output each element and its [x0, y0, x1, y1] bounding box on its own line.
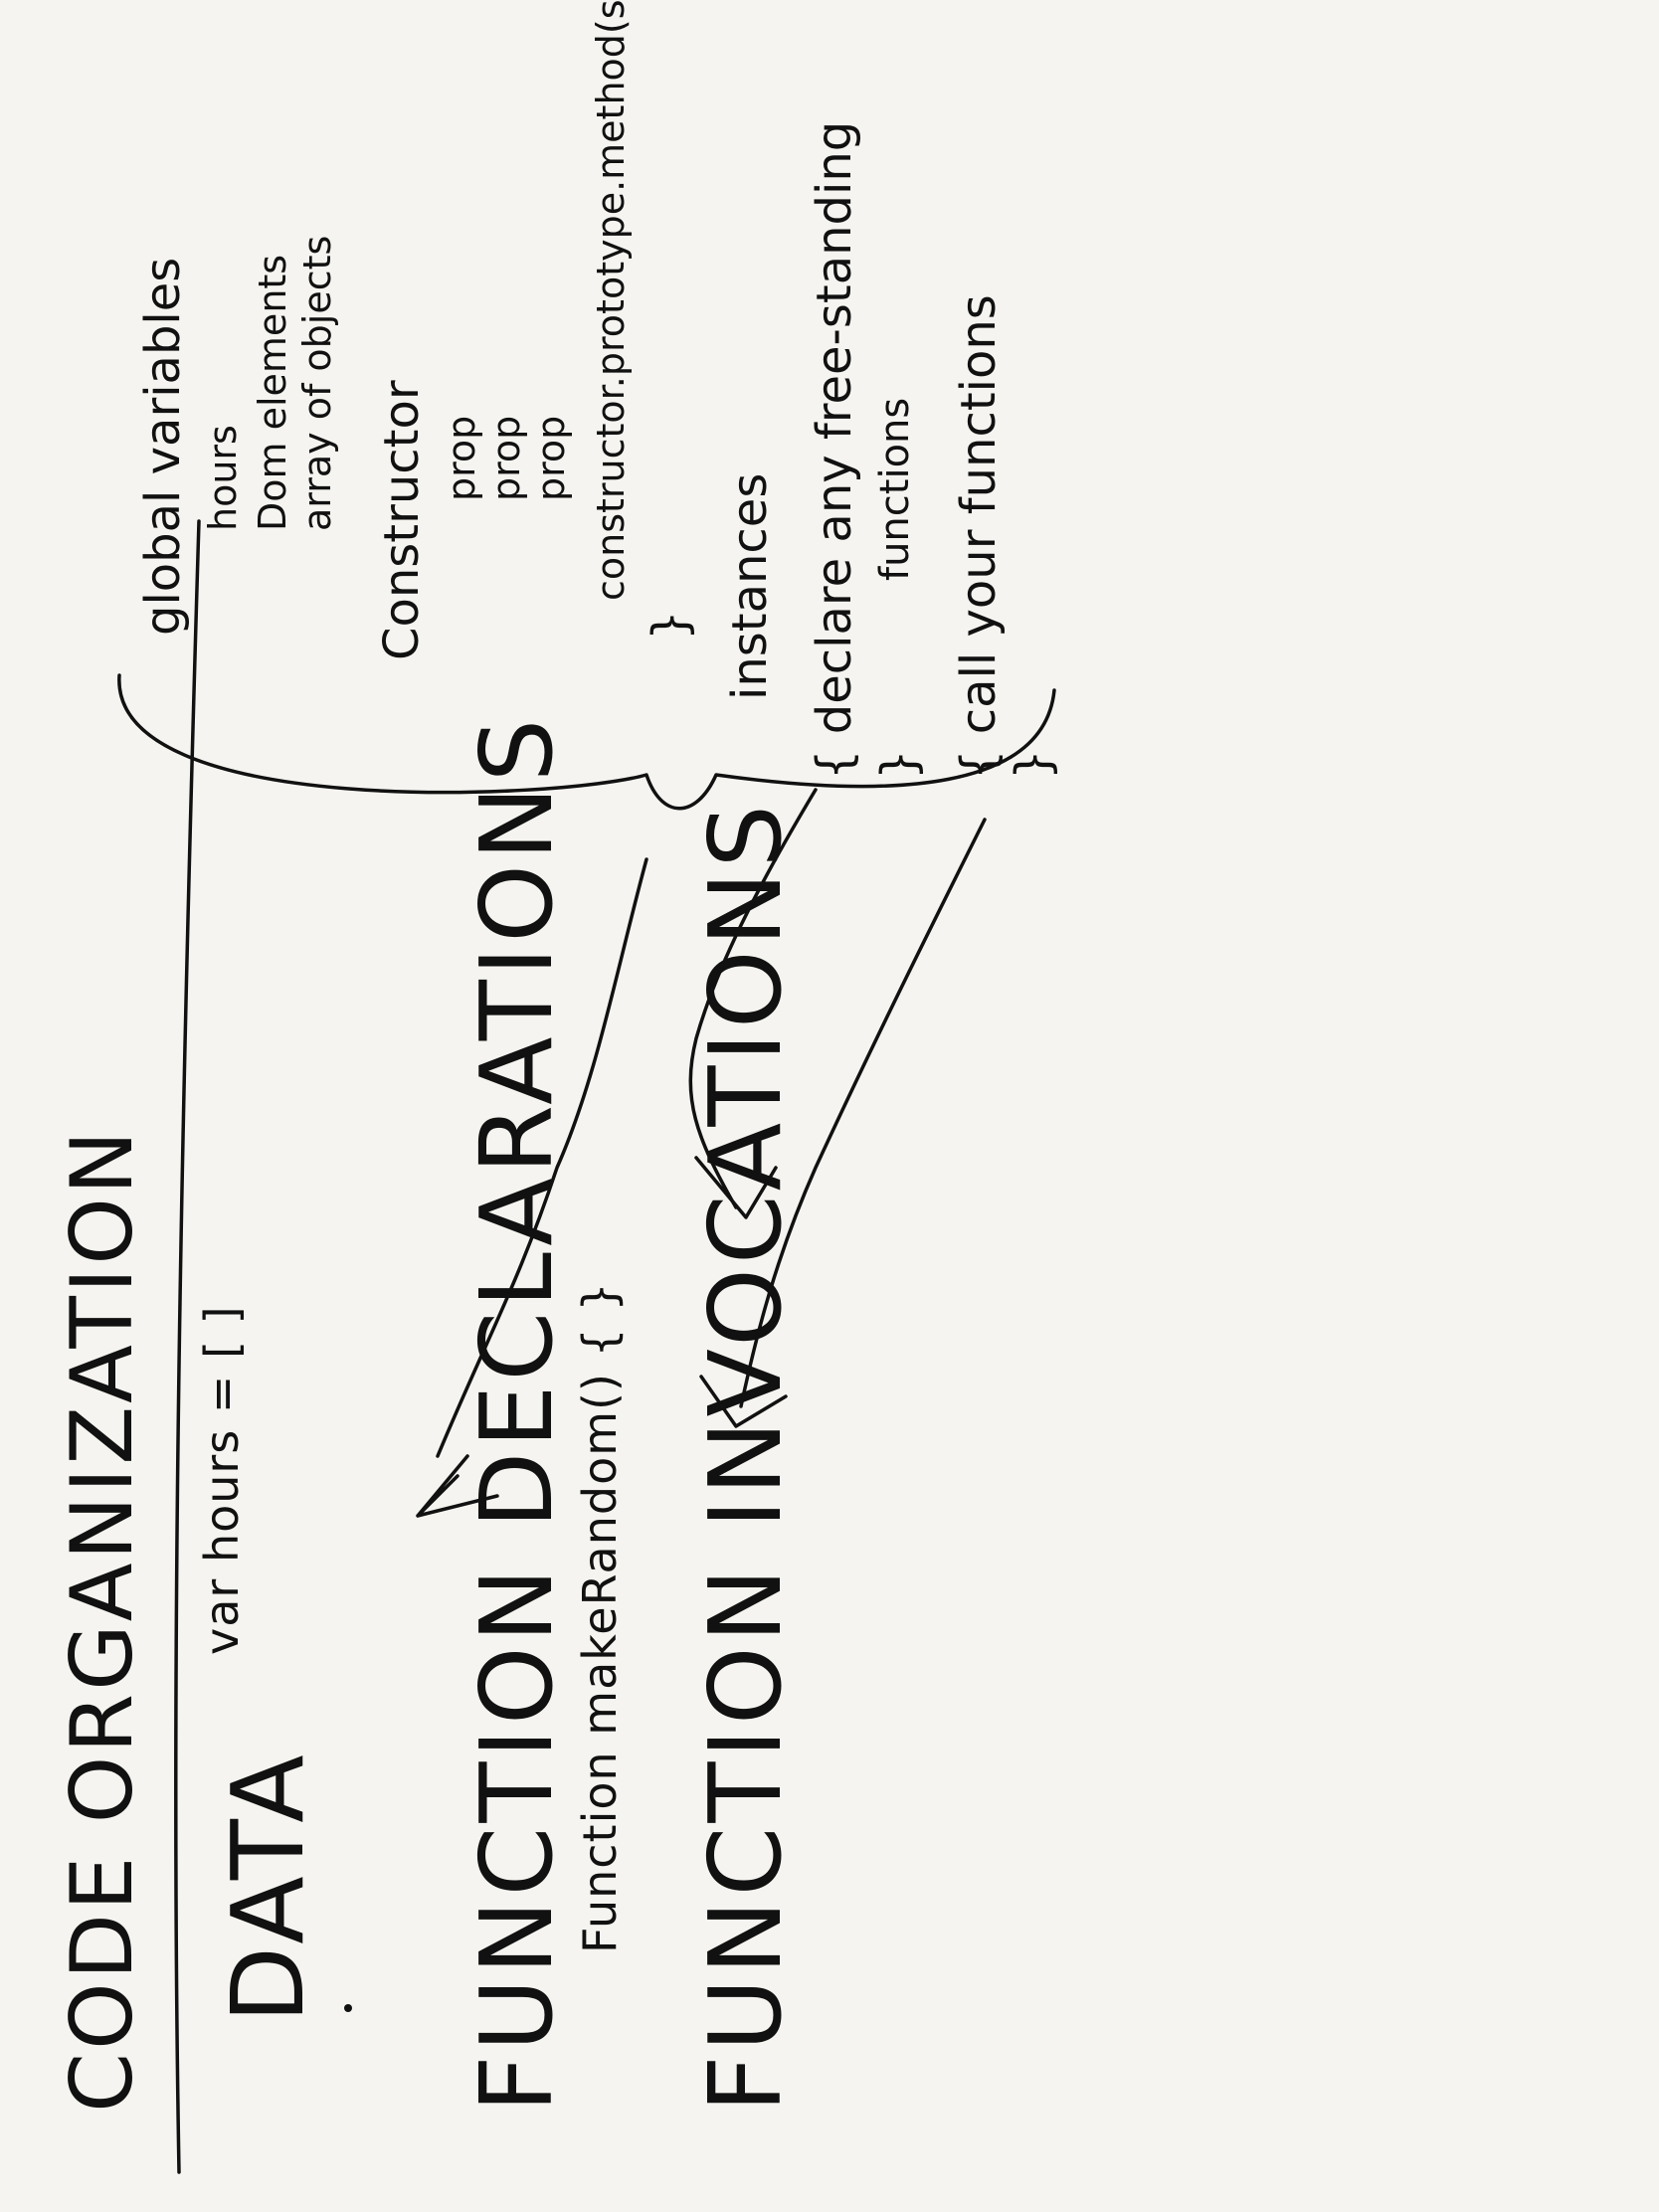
arrow-to-invocations-head	[699, 1375, 788, 1428]
arrow-to-data	[436, 857, 648, 1458]
dot-mark	[344, 2004, 352, 2012]
arrow-to-declarations	[688, 788, 818, 1209]
arrow-to-data-head	[416, 1454, 499, 1518]
arrow-to-invocations	[739, 818, 987, 1408]
arrow-to-declarations-head	[694, 1156, 778, 1219]
grouping-bracket	[117, 673, 1056, 811]
title-underline	[174, 519, 201, 2174]
